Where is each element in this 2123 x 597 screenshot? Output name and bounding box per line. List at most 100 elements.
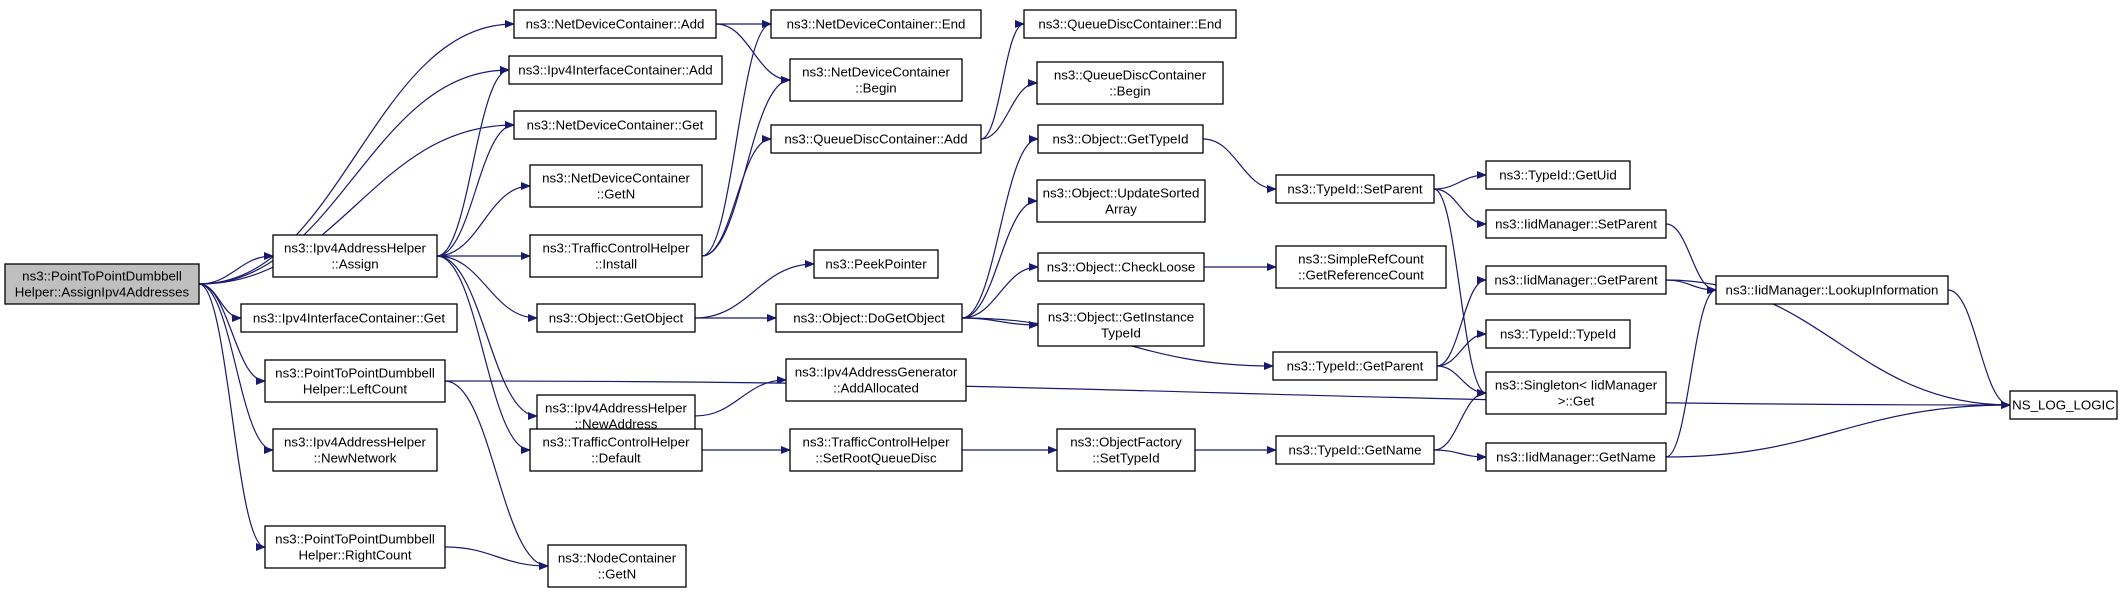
node-ndcAdd[interactable]: ns3::NetDeviceContainer::Add xyxy=(513,9,717,39)
edge-assign-to-ndcGet xyxy=(436,121,515,257)
node-label: ns3::TypeId::SetParent xyxy=(1287,182,1423,197)
node-label: ns3::Object::UpdateSorted xyxy=(1043,186,1200,201)
node-box xyxy=(529,164,703,208)
edge-tidGetParent-to-tidTypeId xyxy=(1436,330,1487,367)
node-tidGetParent[interactable]: ns3::TypeId::GetParent xyxy=(1272,351,1438,381)
node-ncGetN[interactable]: ns3::NodeContainer::GetN xyxy=(547,544,687,588)
node-box xyxy=(513,9,717,39)
node-label: ::SetRootQueueDisc xyxy=(815,451,937,466)
node-iidLookup[interactable]: ns3::IidManager::LookupInformation xyxy=(1715,275,1949,305)
node-box xyxy=(536,303,696,333)
node-label: ns3::QueueDiscContainer xyxy=(1054,68,1207,83)
node-box xyxy=(770,9,982,39)
edge-rightCount-to-ncGetN xyxy=(444,546,549,570)
node-label: ns3::ObjectFactory xyxy=(1070,435,1182,450)
node-ipv4icGet[interactable]: ns3::Ipv4InterfaceContainer::Get xyxy=(240,303,458,333)
node-qdcAdd[interactable]: ns3::QueueDiscContainer::Add xyxy=(770,124,982,154)
node-root[interactable]: ns3::PointToPointDumbbellHelper::AssignI… xyxy=(4,263,200,305)
edge-tchInstall-to-qdcAdd xyxy=(701,135,772,257)
node-tchDefault[interactable]: ns3::TrafficControlHelper::Default xyxy=(529,428,703,472)
node-tidGetName[interactable]: ns3::TypeId::GetName xyxy=(1275,435,1435,465)
edge-iidLookup-to-nsLogLogic xyxy=(1947,289,2011,409)
node-srcGetRef[interactable]: ns3::SimpleRefCount::GetReferenceCount xyxy=(1275,245,1447,289)
node-label: ns3::NetDeviceContainer xyxy=(542,171,690,186)
node-label: ::NewNetwork xyxy=(314,451,397,466)
node-box xyxy=(785,358,967,402)
node-nsLogLogic[interactable]: NS_LOG_LOGIC xyxy=(2009,390,2118,420)
node-ofSetTypeId[interactable]: ns3::ObjectFactory::SetTypeId xyxy=(1056,428,1196,472)
node-rightCount[interactable]: ns3::PointToPointDumbbellHelper::RightCo… xyxy=(264,525,446,569)
node-doGetObject[interactable]: ns3::Object::DoGetObject xyxy=(775,303,963,333)
node-box xyxy=(1485,160,1631,190)
edge-assign-to-ipv4icAdd xyxy=(436,66,510,257)
node-label: ns3::Object::DoGetObject xyxy=(793,311,945,326)
node-ndcBegin[interactable]: ns3::NetDeviceContainer::Begin xyxy=(789,58,963,102)
node-assign[interactable]: ns3::Ipv4AddressHelper::Assign xyxy=(272,234,438,278)
node-objGetObject[interactable]: ns3::Object::GetObject xyxy=(536,303,696,333)
node-box xyxy=(1037,303,1205,347)
edge-qdcAdd-to-qdcEnd xyxy=(980,20,1025,140)
node-ipv4icAdd[interactable]: ns3::Ipv4InterfaceContainer::Add xyxy=(508,55,723,85)
node-label: ns3::Object::CheckLoose xyxy=(1047,260,1196,275)
node-tchInstall[interactable]: ns3::TrafficControlHelper::Install xyxy=(529,234,703,278)
node-box xyxy=(1023,9,1237,39)
node-label: ns3::TrafficControlHelper xyxy=(542,435,690,450)
edge-doGetObject-to-objGetTypeId xyxy=(961,135,1039,319)
node-iidGetParent[interactable]: ns3::IidManager::GetParent xyxy=(1485,265,1667,295)
edge-tidGetName-to-iidGetName xyxy=(1433,449,1487,461)
node-peekPointer[interactable]: ns3::PeekPointer xyxy=(813,249,939,279)
node-qdcBegin[interactable]: ns3::QueueDiscContainer::Begin xyxy=(1036,61,1224,105)
edge-ndcAdd-to-ndcBegin xyxy=(715,23,791,84)
node-leftCount[interactable]: ns3::PointToPointDumbbellHelper::LeftCou… xyxy=(264,359,446,403)
node-label: ns3::TrafficControlHelper xyxy=(542,241,690,256)
node-addAllocated[interactable]: ns3::Ipv4AddressGenerator::AddAllocated xyxy=(785,358,967,402)
node-setRootQD[interactable]: ns3::TrafficControlHelper::SetRootQueueD… xyxy=(789,428,963,472)
edge-tidGetParent-to-iidGetParent xyxy=(1436,276,1487,367)
edge-iidGetName-to-nsLogLogic xyxy=(1665,401,2011,458)
node-label: ns3::SimpleRefCount xyxy=(1298,252,1424,267)
node-objGetTypeId[interactable]: ns3::Object::GetTypeId xyxy=(1037,124,1204,154)
edge-root-to-assign xyxy=(198,252,274,285)
node-label: ::Begin xyxy=(1109,84,1150,99)
edge-objGetTypeId-to-tidSetParent xyxy=(1202,138,1277,193)
node-box xyxy=(1485,209,1667,239)
node-box xyxy=(1275,174,1435,204)
node-label: ns3::TypeId::TypeId xyxy=(1500,327,1616,342)
node-singletonGet[interactable]: ns3::Singleton< IidManager >::Get xyxy=(1485,371,1667,415)
edge-root-to-ndcGet xyxy=(198,121,515,285)
node-box xyxy=(789,428,963,472)
node-objCheckLoose[interactable]: ns3::Object::CheckLoose xyxy=(1037,252,1205,282)
node-qdcEnd[interactable]: ns3::QueueDiscContainer::End xyxy=(1023,9,1237,39)
node-tidSetParent[interactable]: ns3::TypeId::SetParent xyxy=(1275,174,1435,204)
node-label: ::Install xyxy=(595,257,637,272)
node-label: Helper::AssignIpv4Addresses xyxy=(15,285,190,300)
node-tidGetUid[interactable]: ns3::TypeId::GetUid xyxy=(1485,160,1631,190)
node-label: ::GetN xyxy=(597,187,635,202)
node-ndcEnd[interactable]: ns3::NetDeviceContainer::End xyxy=(770,9,982,39)
node-label: ::AddAllocated xyxy=(833,381,919,396)
node-label: ns3::PointToPointDumbbell xyxy=(275,366,435,381)
node-label: ns3::TypeId::GetUid xyxy=(1499,168,1617,183)
edge-qdcAdd-to-qdcBegin xyxy=(980,79,1038,140)
node-label: ::SetTypeId xyxy=(1092,451,1159,466)
edge-tidSetParent-to-tidGetUid xyxy=(1433,171,1487,190)
node-iidGetName[interactable]: ns3::IidManager::GetName xyxy=(1485,442,1667,472)
node-label: ns3::NetDeviceContainer::Get xyxy=(527,118,704,133)
node-label: ns3::Ipv4AddressGenerator xyxy=(795,365,958,380)
node-box xyxy=(272,234,438,278)
node-box xyxy=(1485,442,1667,472)
node-label: TypeId xyxy=(1101,326,1141,341)
node-label: ::Assign xyxy=(331,257,378,272)
node-label: ns3::Object::GetInstance xyxy=(1048,310,1194,325)
node-ndcGet[interactable]: ns3::NetDeviceContainer::Get xyxy=(513,110,717,140)
node-iidSetParent[interactable]: ns3::IidManager::SetParent xyxy=(1485,209,1667,239)
node-box xyxy=(1275,245,1447,289)
node-tidTypeId[interactable]: ns3::TypeId::TypeId xyxy=(1485,319,1631,349)
edge-doGetObject-to-objUpdate xyxy=(961,197,1038,319)
node-box xyxy=(1056,428,1196,472)
node-newNetwork[interactable]: ns3::Ipv4AddressHelper::NewNetwork xyxy=(272,428,438,472)
node-ndcGetN[interactable]: ns3::NetDeviceContainer::GetN xyxy=(529,164,703,208)
node-label: ns3::QueueDiscContainer::End xyxy=(1038,17,1221,32)
